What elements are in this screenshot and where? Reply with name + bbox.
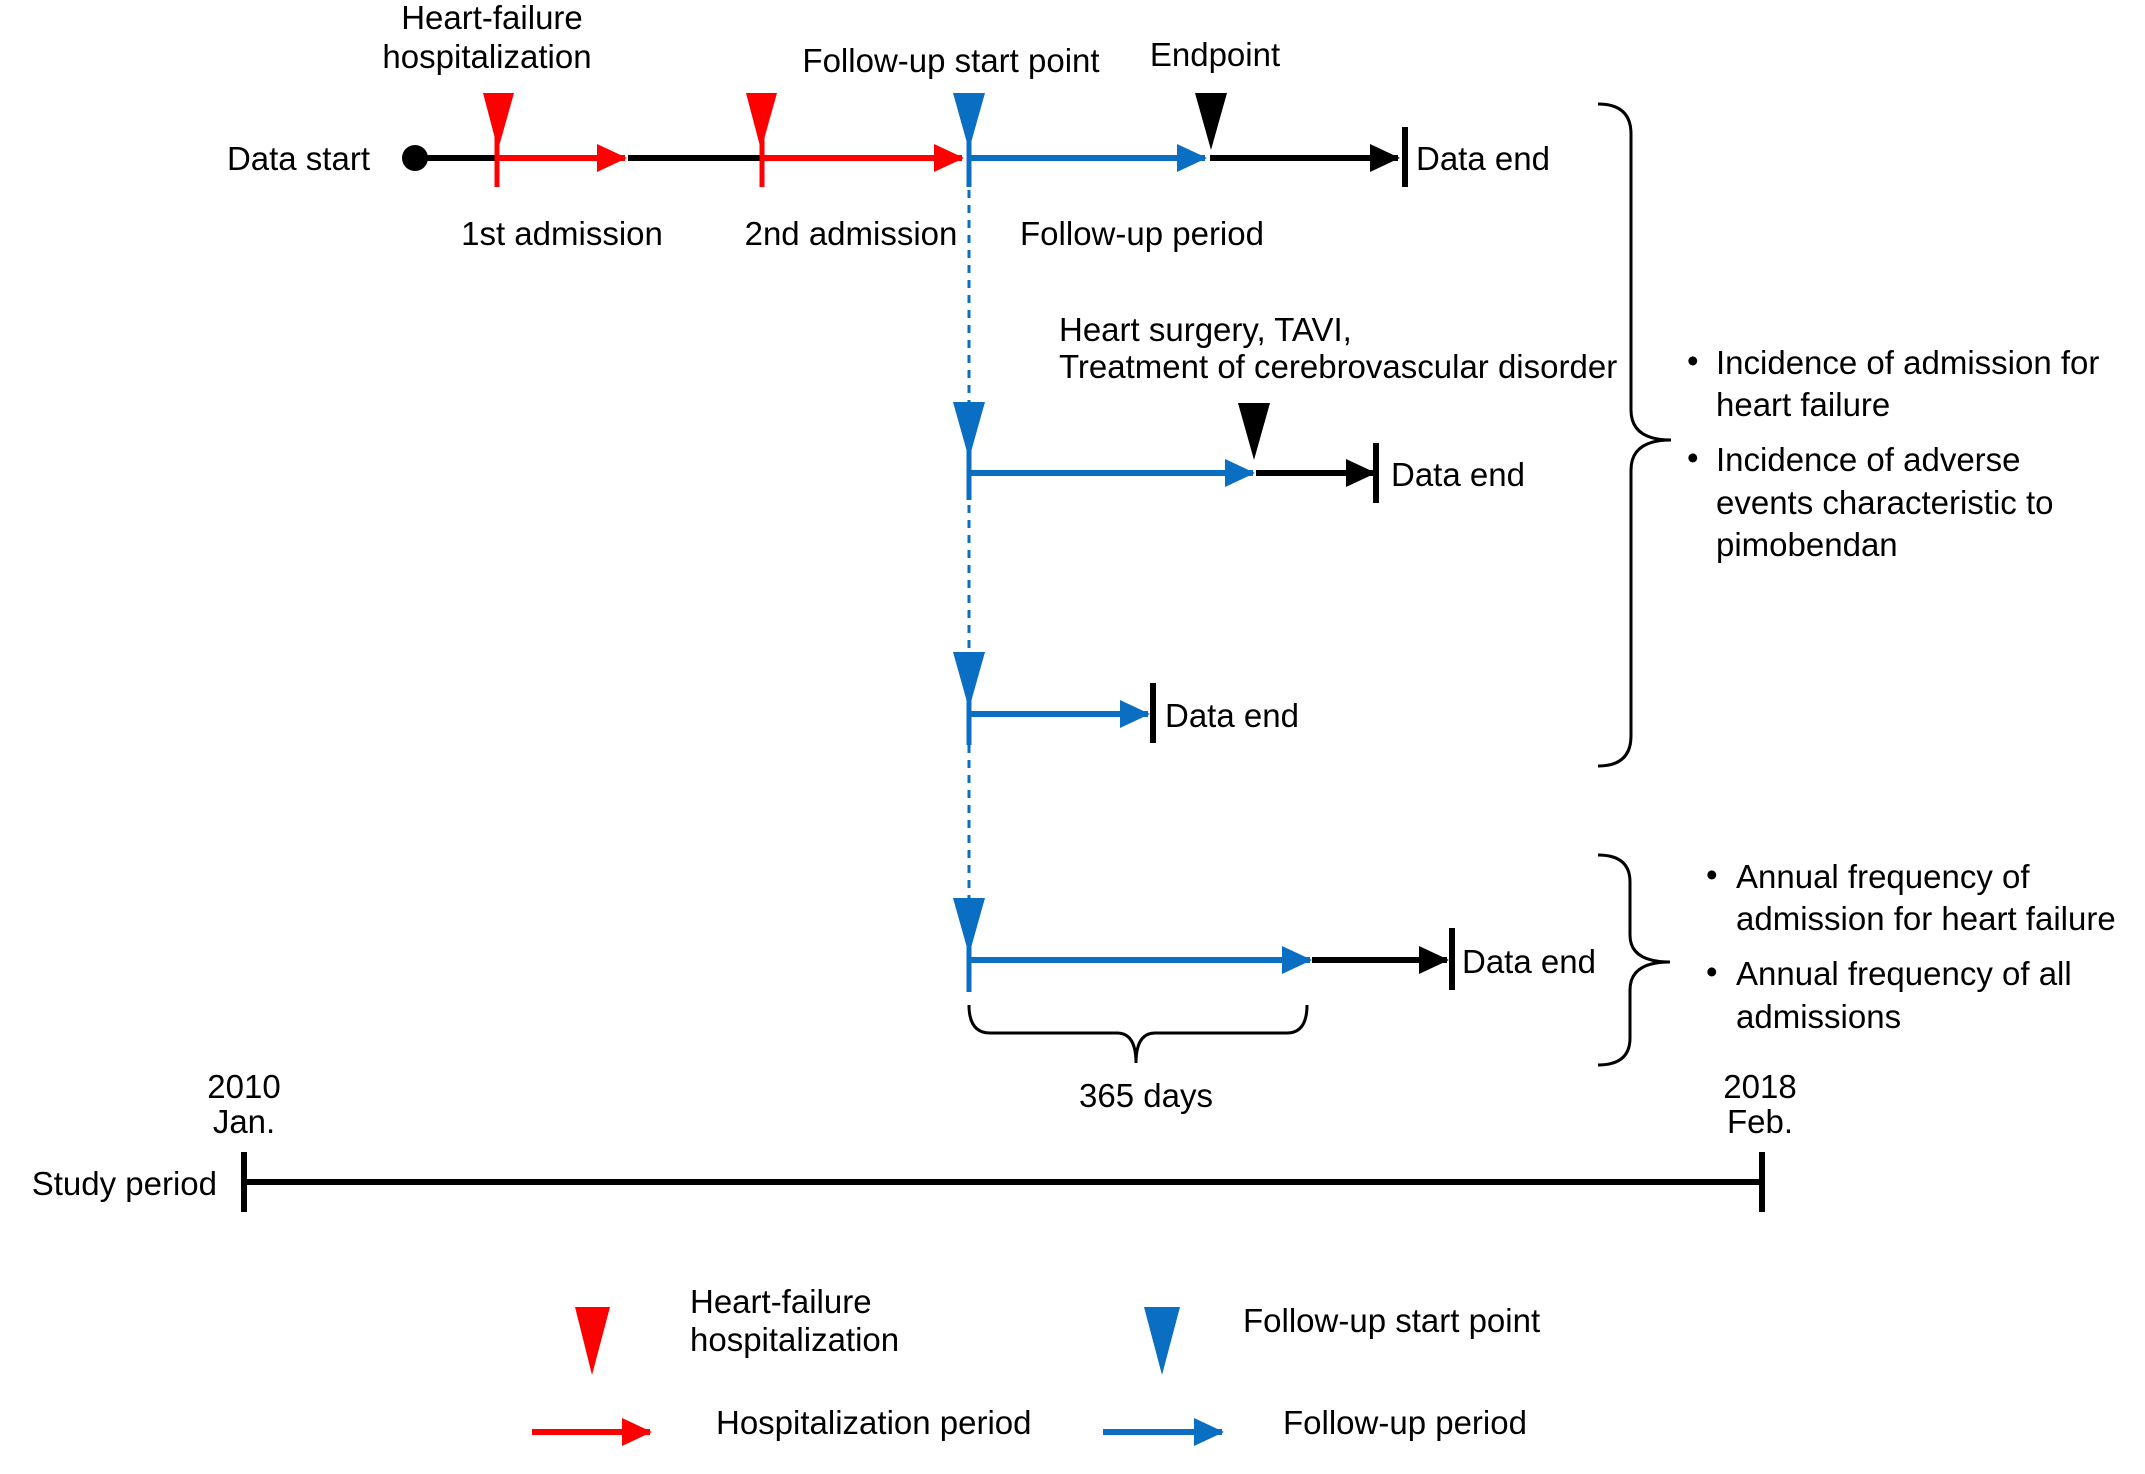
legend-follow-up-start-marker-icon [1144,1307,1180,1375]
data-start-label: Data start [227,140,370,177]
span-bracket [967,1004,1309,1064]
bullet: • [1687,439,1699,476]
span-label: 365 days [1079,1077,1213,1114]
first-admission-label: 1st admission [461,215,663,252]
event-label-line1: Heart surgery, TAVI, [1059,311,1352,348]
outcome-2-line2: events characteristic to [1716,484,2053,521]
hospitalization-marker-icon [746,93,777,150]
follow-up-start-marker-icon [953,402,985,459]
data-end-label: Data end [1165,697,1299,734]
outcome-1-line2: heart failure [1716,386,1890,423]
legend-hospitalization-marker-icon [575,1307,610,1375]
legend-follow-up-period-label: Follow-up period [1283,1404,1527,1441]
data-end-label: Data end [1462,943,1596,980]
study-start-month: Jan. [213,1103,275,1140]
outcome-2-line1: Incidence of adverse [1716,441,2021,478]
bullet: • [1687,342,1699,379]
follow-up-start-marker-icon [953,93,985,150]
bullet: • [1706,856,1718,893]
outcome-3-line2: admission for heart failure [1736,900,2116,937]
follow-up-start-marker-icon [953,898,985,955]
follow-up-start-marker-icon [953,652,985,709]
study-period-label: Study period [32,1165,217,1202]
follow-up-start-top-label: Follow-up start point [802,42,1099,79]
endpoint-marker-icon [1195,93,1227,150]
study-end-year: 2018 [1723,1068,1796,1105]
endpoint-top-label: Endpoint [1150,36,1280,73]
outcome-2-line3: pimobendan [1716,526,1898,563]
follow-up-period-label: Follow-up period [1020,215,1264,252]
legend-hospitalization-period-label: Hospitalization period [716,1404,1032,1441]
outcome-1-line1: Incidence of admission for [1716,344,2099,381]
outcome-4-line2: admissions [1736,998,1901,1035]
legend-follow-up-start-label: Follow-up start point [1243,1302,1540,1339]
outcomes-brace-1 [1597,102,1672,768]
study-start-year: 2010 [207,1068,280,1105]
legend-hf-label-line1: Heart-failure [690,1283,872,1320]
data-end-label: Data end [1391,456,1525,493]
hospitalization-marker-icon [483,93,514,150]
hf-hospitalization-top-label-line1: Heart-failure [401,0,583,36]
hf-hospitalization-top-label-line2: hospitalization [382,38,591,75]
legend-hf-label-line2: hospitalization [690,1321,899,1358]
data-end-label: Data end [1416,140,1550,177]
study-end-month: Feb. [1727,1103,1793,1140]
outcome-4-line1: Annual frequency of all [1736,955,2072,992]
endpoint-marker-icon [1238,403,1270,460]
event-label-line2: Treatment of cerebrovascular disorder [1059,348,1617,385]
bullet: • [1706,953,1718,990]
second-admission-label: 2nd admission [745,215,958,252]
outcomes-brace-2 [1597,853,1671,1067]
outcome-3-line1: Annual frequency of [1736,858,2030,895]
